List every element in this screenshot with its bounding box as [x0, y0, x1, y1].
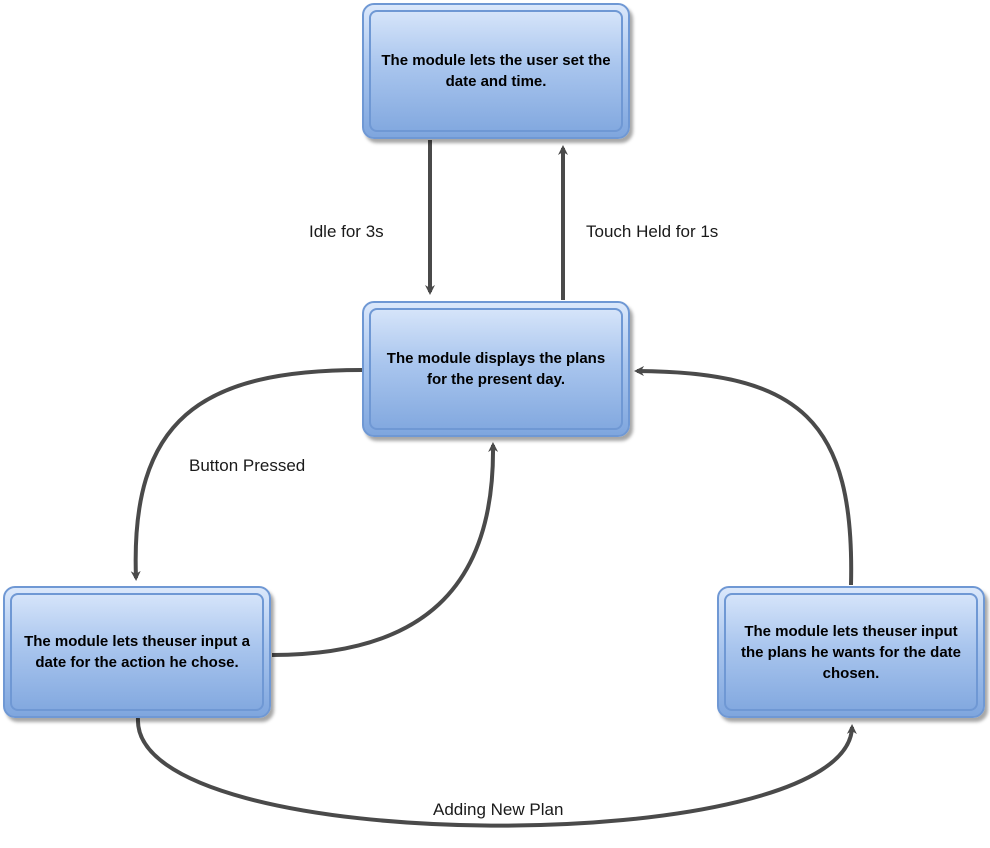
node-input-date: The module lets theuser input a date for… [3, 586, 271, 718]
edge-label-button-pressed: Button Pressed [189, 456, 306, 475]
node-input-date-label: The module lets theuser input a date for… [24, 633, 250, 671]
edge-button-pressed-arrow [130, 368, 363, 581]
node-display-plans-label: The module displays the plans for the pr… [386, 350, 606, 388]
edge-plans-saved-arrow [634, 366, 854, 586]
node-input-plans-label: The module lets theuser input the plans … [740, 622, 962, 682]
node-set-datetime-label: The module lets the user set the date an… [381, 52, 611, 90]
edge-adding-new-plan-arrow [135, 717, 857, 828]
node-input-plans: The module lets theuser input the plans … [717, 586, 985, 718]
node-display-plans: The module displays the plans for the pr… [362, 301, 630, 437]
edge-label-touch-held: Touch Held for 1s [586, 222, 719, 241]
node-set-datetime: The module lets the user set the date an… [362, 3, 630, 139]
edge-return-arrow [271, 442, 499, 657]
edge-label-adding-new-plan: Adding New Plan [433, 800, 564, 819]
edge-label-idle: Idle for 3s [309, 222, 384, 241]
